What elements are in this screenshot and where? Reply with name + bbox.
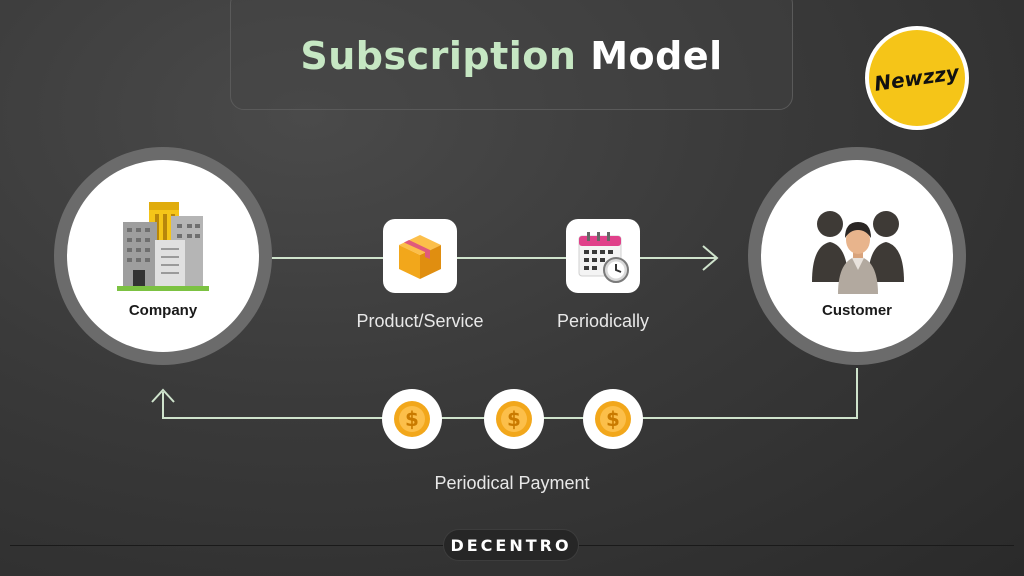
product-flow-arrowhead bbox=[702, 245, 719, 271]
footer-brand: DECENTRO bbox=[443, 529, 579, 561]
dollar-coin-icon: $ bbox=[394, 401, 430, 437]
customer-label: Customer bbox=[821, 302, 892, 319]
title-rest: Model bbox=[590, 34, 723, 78]
coin-3-symbol: $ bbox=[606, 407, 620, 431]
newzzy-logo: Newzzy bbox=[865, 26, 969, 130]
title-highlight: Subscription bbox=[300, 34, 577, 78]
office-buildings-icon bbox=[117, 202, 209, 291]
company-label: Company bbox=[128, 302, 198, 319]
coin-1-symbol: $ bbox=[405, 407, 419, 431]
dollar-coin-icon: $ bbox=[595, 401, 631, 437]
payment-label: Periodical Payment bbox=[434, 473, 590, 493]
dollar-coin-icon: $ bbox=[496, 401, 532, 437]
calendar-clock-icon bbox=[578, 232, 629, 283]
coin-2-symbol: $ bbox=[507, 407, 521, 431]
package-box-icon bbox=[399, 235, 441, 279]
product-label: Product/Service bbox=[356, 311, 484, 331]
page-title: Subscription Model bbox=[230, 34, 793, 78]
payment-flow-arrowhead bbox=[151, 388, 175, 403]
customer-group-icon bbox=[812, 211, 904, 294]
periodic-label: Periodically bbox=[556, 311, 650, 331]
title-box bbox=[230, 0, 793, 110]
